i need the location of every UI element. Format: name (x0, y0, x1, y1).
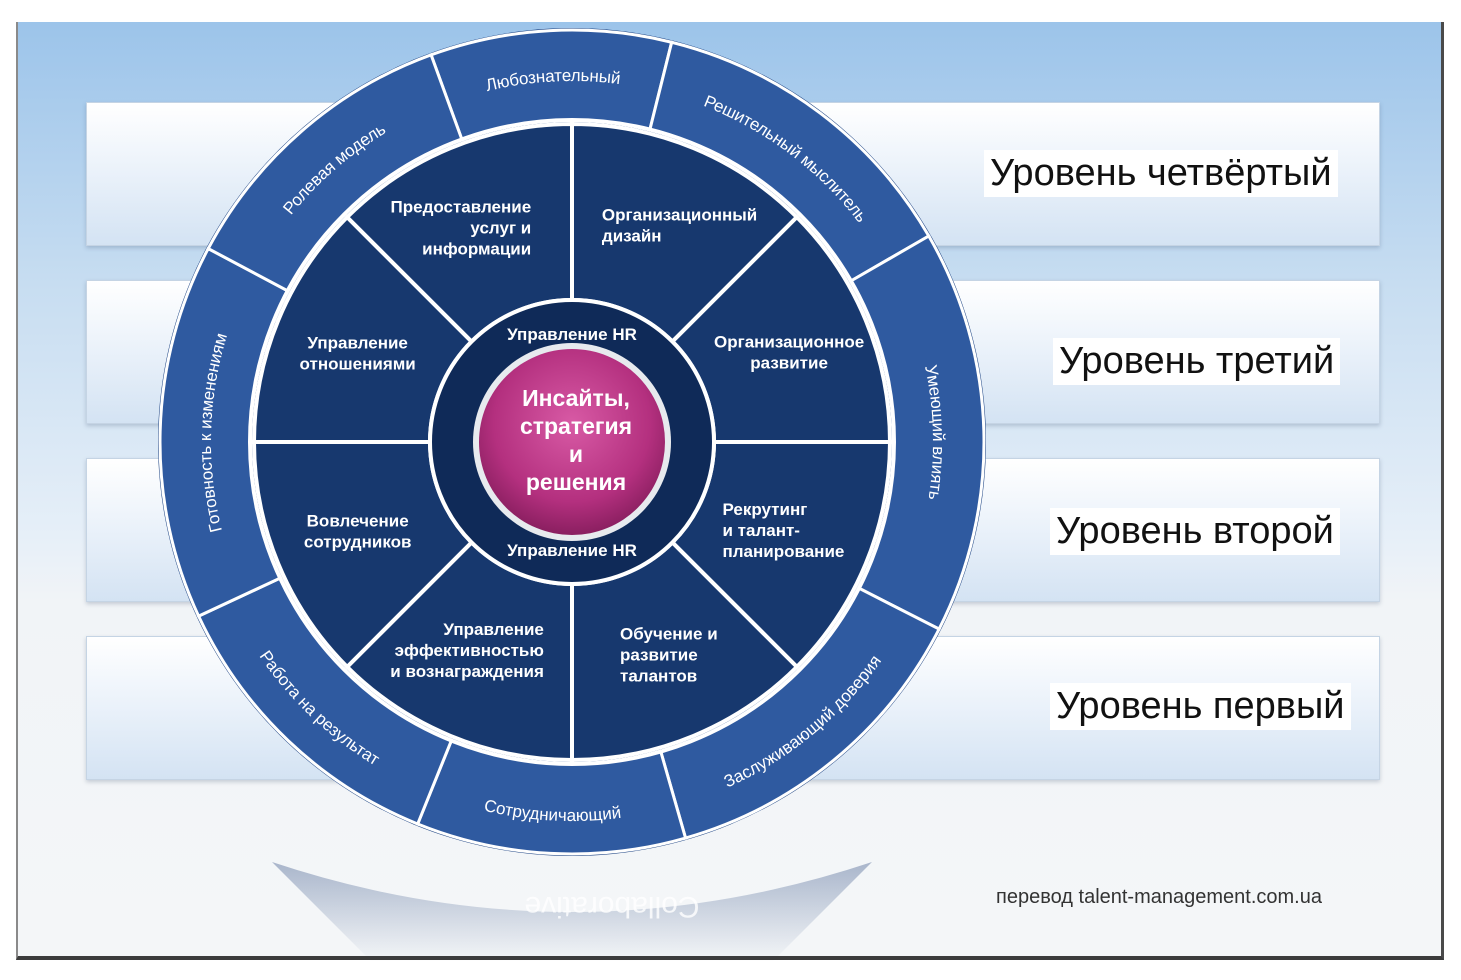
segment-label: Организационное (714, 333, 864, 352)
level-label-4: Уровень четвёртый (984, 150, 1338, 197)
segment-label: развитие (620, 645, 698, 664)
segment-label: отношениями (300, 355, 416, 374)
segment-label: Организационный (602, 205, 757, 224)
core-label: решения (526, 469, 626, 495)
level-label-3: Уровень третий (1053, 338, 1341, 385)
segment-label: и вознаграждения (390, 662, 544, 681)
core-label: Инсайты, (522, 385, 630, 411)
segment-label: Управление (307, 334, 407, 353)
core-label: и (569, 441, 583, 467)
level-label-1: Уровень первый (1050, 683, 1351, 730)
core-circle (479, 349, 665, 535)
segment-label: и талант- (722, 521, 799, 540)
segment-label: развитие (750, 354, 828, 373)
segment-label: Вовлечение (307, 511, 409, 530)
segment-label: Управление (443, 620, 543, 639)
segment-label: планирование (722, 542, 844, 561)
segment-label: услуг и (470, 219, 531, 238)
hr-ring-label-top: Управление HR (507, 325, 637, 344)
inner-ring: Управление HR Управление HR Инсайты,страте… (428, 298, 716, 586)
segment-label: Предоставление (391, 198, 532, 217)
segment-label: талантов (620, 666, 697, 685)
segment-label: сотрудников (304, 532, 412, 551)
reflection-text: Collaborative (524, 890, 699, 923)
translation-credit: перевод talent-management.com.ua (996, 886, 1322, 908)
wheel-reflection: Collaborative (272, 862, 872, 962)
reflection-shape (272, 862, 872, 962)
segment-label: Обучение и (620, 624, 718, 643)
level-label-2: Уровень второй (1050, 508, 1340, 555)
segment-label: дизайн (602, 226, 662, 245)
segment-label: Рекрутинг (722, 500, 807, 519)
core-label: стратегия (520, 413, 632, 439)
segment-label: информации (422, 240, 531, 259)
hr-ring-label-bottom: Управление HR (507, 541, 637, 560)
segment-label: эффективностью (395, 641, 544, 660)
